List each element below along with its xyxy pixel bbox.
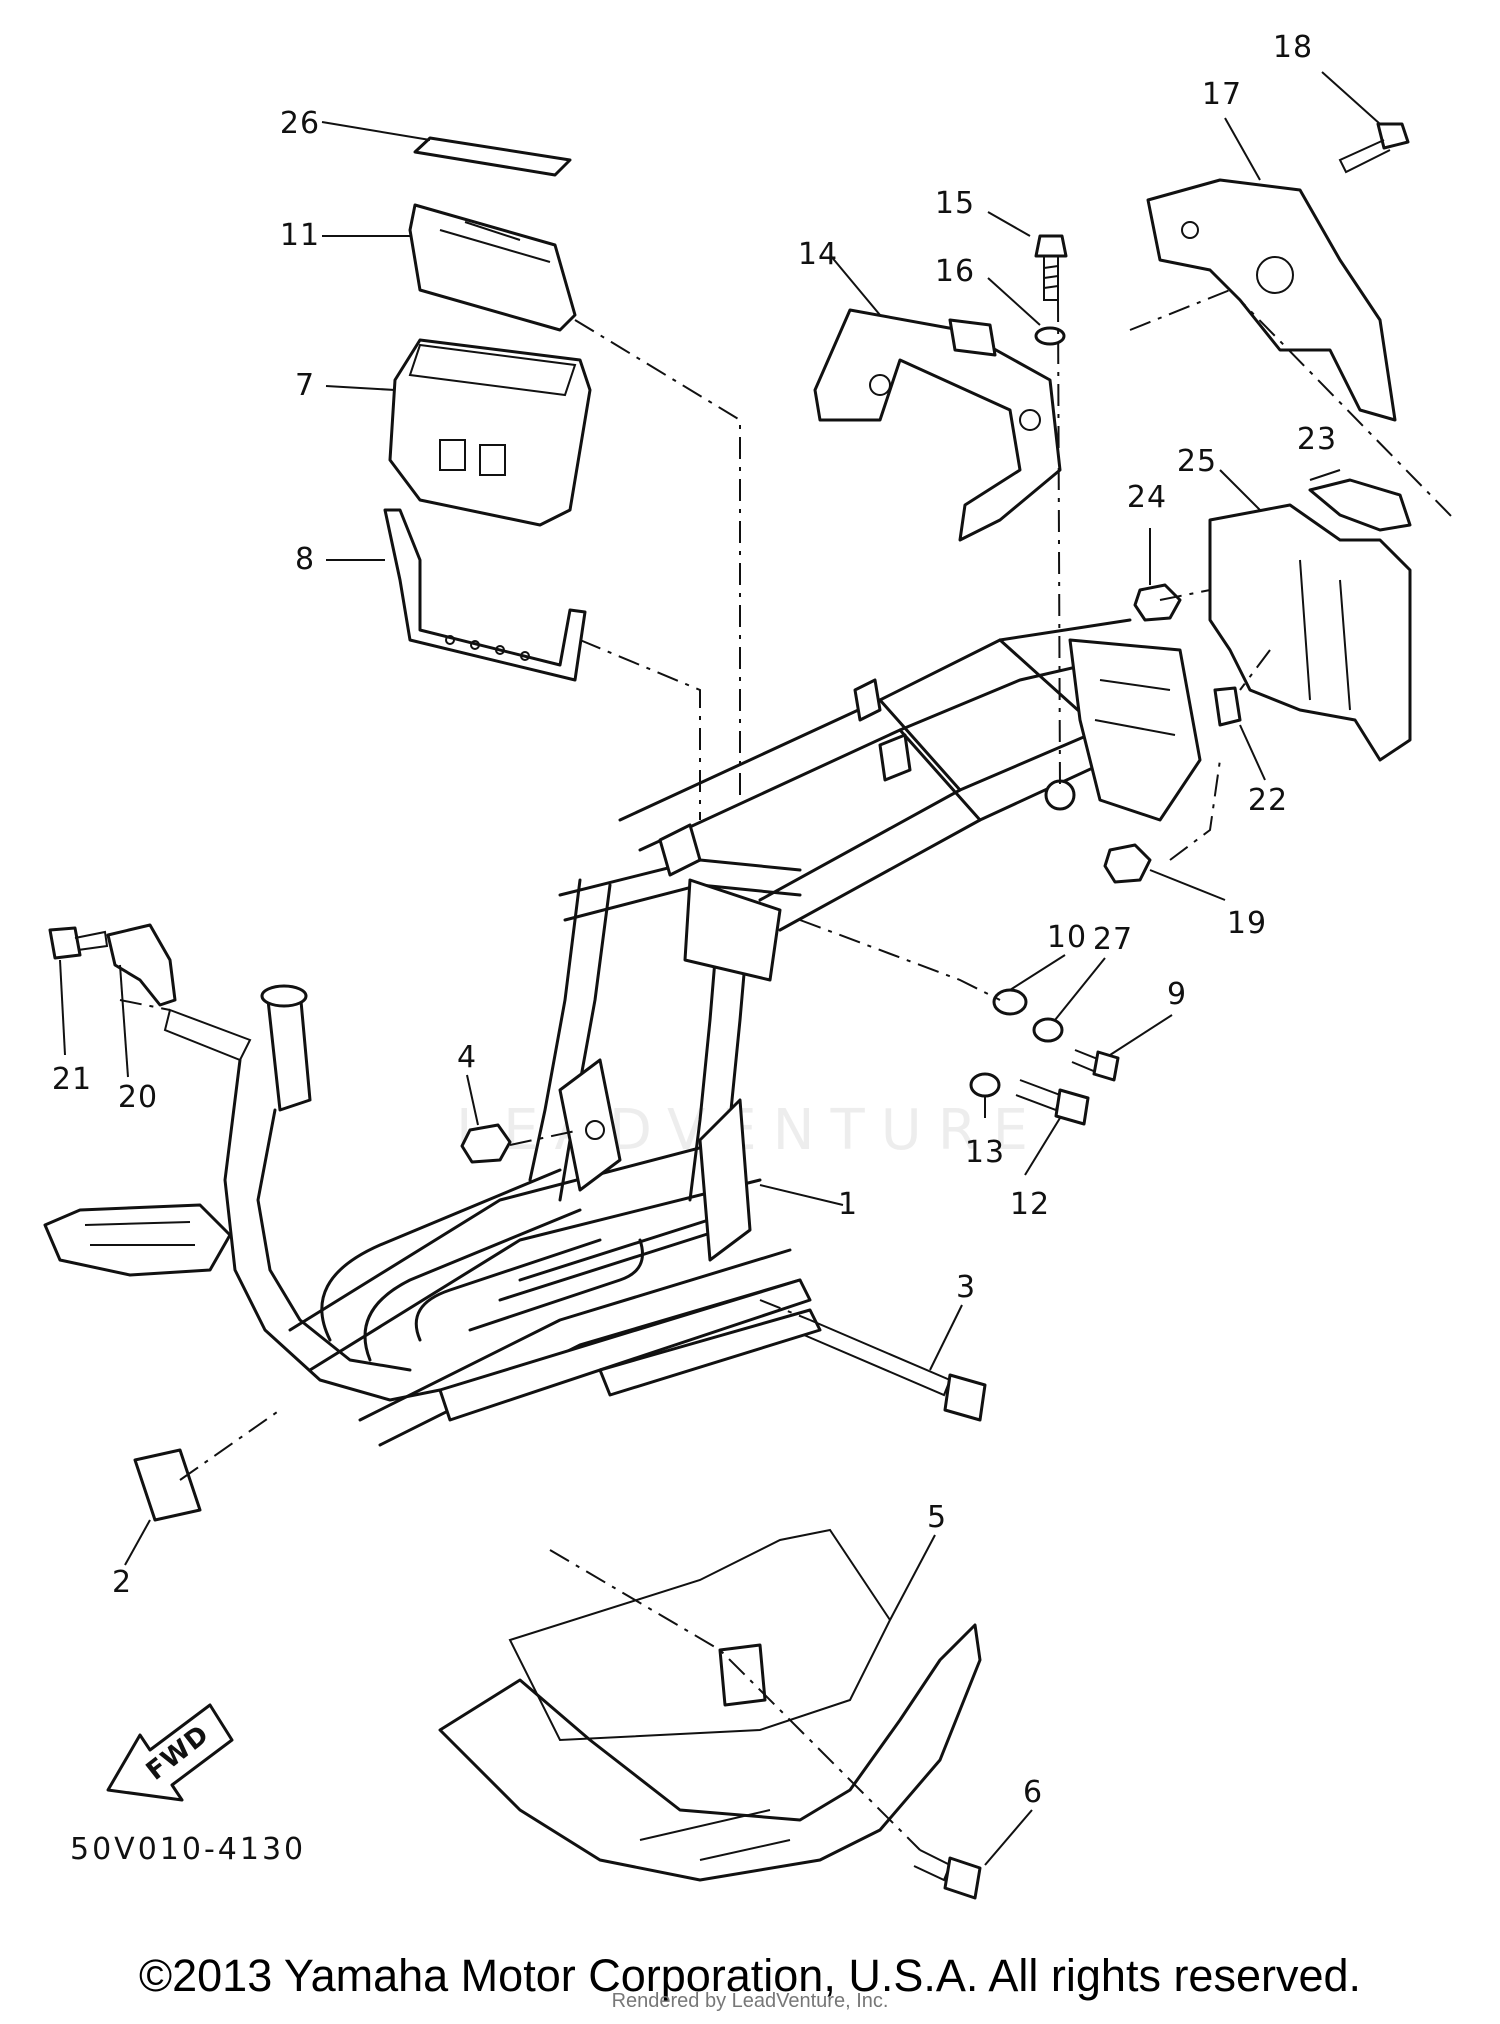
callout-1: 1 (837, 1187, 859, 1222)
callout-13: 13 (964, 1135, 1006, 1170)
tape-strip (413, 136, 572, 177)
callout-11: 11 (279, 218, 321, 253)
callout-14: 14 (797, 237, 839, 272)
callout-17: 17 (1201, 77, 1243, 112)
callout-27: 27 (1092, 922, 1134, 957)
callout-25: 25 (1176, 444, 1218, 479)
callout-20: 20 (117, 1080, 159, 1115)
callout-8: 8 (294, 542, 316, 577)
washer-10 (992, 988, 1028, 1016)
battery-cover-bracket (408, 203, 577, 332)
callout-2: 2 (111, 1565, 133, 1600)
callout-7: 7 (294, 368, 316, 403)
bolt-9 (1071, 1049, 1120, 1082)
washer-16 (1034, 326, 1066, 346)
under-cover (438, 1528, 982, 1882)
callout-6: 6 (1022, 1775, 1044, 1810)
bracket-23 (1308, 478, 1412, 532)
long-bolt-3 (803, 1319, 987, 1422)
callout-23: 23 (1296, 422, 1338, 457)
collar-22 (1213, 686, 1242, 727)
leader-lines (59, 71, 1381, 1866)
callout-15: 15 (934, 186, 976, 221)
callout-4: 4 (456, 1040, 478, 1075)
main-frame (43, 618, 1202, 1447)
bolt-18 (1338, 122, 1410, 174)
callout-5: 5 (926, 1500, 948, 1535)
fwd-arrow-icon (106, 1703, 234, 1802)
battery-band (383, 508, 587, 682)
nut-4 (460, 1123, 512, 1164)
bracket-20 (106, 923, 252, 1062)
bolt-6 (913, 1849, 982, 1900)
callout-18: 18 (1272, 30, 1314, 65)
callout-24: 24 (1126, 480, 1168, 515)
callout-26: 26 (279, 106, 321, 141)
callout-10: 10 (1046, 920, 1088, 955)
nut-24 (1133, 583, 1182, 622)
rendered-by-note: Rendered by LeadVenture, Inc. (611, 1990, 889, 2012)
copyright-notice: ©2013 Yamaha Motor Corporation, U.S.A. A… (138, 1950, 1362, 2001)
collar-2 (133, 1448, 202, 1522)
reference-lines (119, 289, 1456, 1851)
catalog-code: 50V010-4130 (70, 1832, 307, 1867)
nut-19 (1103, 843, 1152, 884)
callout-16: 16 (934, 254, 976, 289)
rear-bracket (1146, 178, 1397, 422)
bolt-12 (1015, 1079, 1090, 1126)
bolt-21 (48, 926, 109, 960)
callout-3: 3 (955, 1270, 977, 1305)
battery-box (388, 338, 592, 527)
center-bracket (813, 308, 1062, 542)
callout-12: 12 (1009, 1187, 1051, 1222)
bolt-15 (1034, 234, 1068, 301)
callout-21: 21 (51, 1062, 93, 1097)
callout-19: 19 (1226, 906, 1268, 941)
washer-13 (969, 1072, 1001, 1098)
callout-22: 22 (1247, 783, 1289, 818)
washer-27 (1032, 1017, 1064, 1043)
callout-9: 9 (1166, 977, 1188, 1012)
rear-cover (1208, 503, 1412, 762)
